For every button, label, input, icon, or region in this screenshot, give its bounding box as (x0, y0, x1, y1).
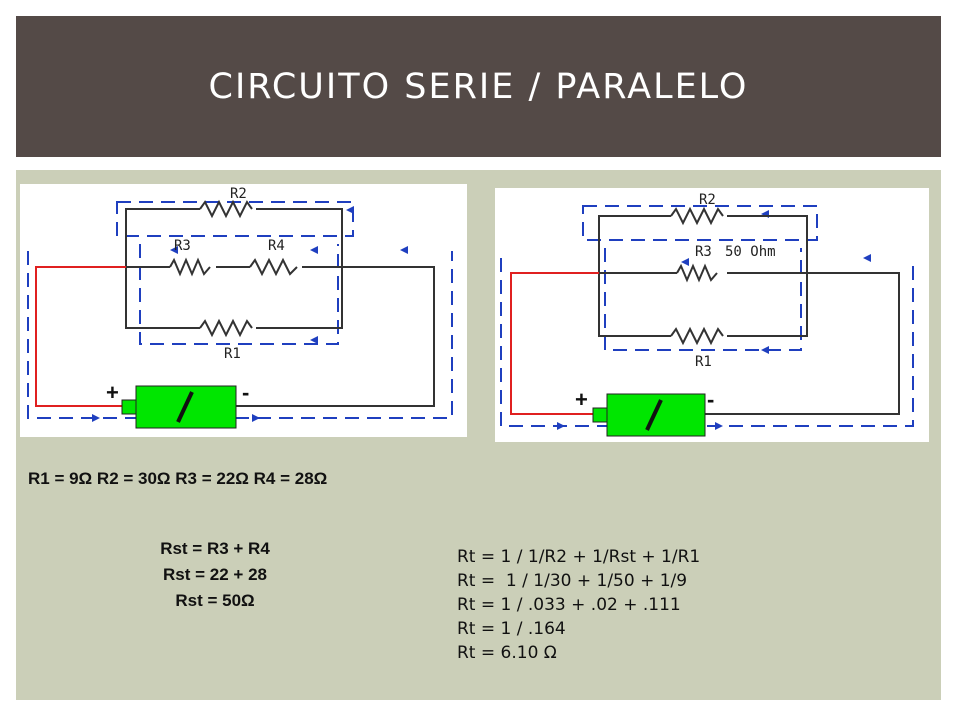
battery: + - (575, 387, 714, 437)
rst-calculation: Rst = R3 + R4 Rst = 22 + 28 Rst = 50Ω (110, 536, 320, 614)
label-r3: R3 (695, 244, 712, 260)
rt-line: Rt = 1 / 1/R2 + 1/Rst + 1/R1 (457, 547, 701, 567)
current-arrows (92, 206, 408, 422)
circuit-wires (125, 208, 435, 407)
rt-calculation: Rt = 1 / 1/R2 + 1/Rst + 1/R1 Rt = 1 / 1/… (457, 545, 700, 665)
current-arrows (557, 210, 871, 430)
positive-wire (35, 266, 126, 407)
label-r2: R2 (699, 192, 716, 208)
current-flow-path (500, 205, 914, 427)
rt-line: Rt = 1 / .164 (457, 619, 566, 639)
label-r1: R1 (695, 354, 712, 370)
current-flow-path (27, 201, 453, 419)
rt-line: Rt = 1 / 1/30 + 1/50 + 1/9 (457, 571, 688, 591)
resistor-zigzags (169, 199, 298, 338)
battery-minus-sign: - (242, 380, 249, 405)
resistor-values: R1 = 9Ω R2 = 30Ω R3 = 22Ω R4 = 28Ω (28, 469, 328, 488)
circuit-diagram-series-parallel: R2 R3 R4 R1 + - (20, 184, 467, 437)
positive-wire (510, 272, 599, 415)
rst-line: Rst = 50Ω (175, 591, 255, 610)
battery-minus-sign: - (707, 387, 714, 412)
label-r3: R3 (174, 238, 191, 254)
circuit-wires (598, 215, 900, 415)
battery-plus-sign: + (106, 380, 119, 405)
rt-line: Rt = 6.10 Ω (457, 643, 557, 663)
slide-title: CIRCUITO SERIE / PARALELO (208, 66, 749, 107)
resistor-zigzags (670, 206, 724, 346)
rt-line: Rt = 1 / .033 + .02 + .111 (457, 595, 681, 615)
label-r1: R1 (224, 346, 241, 362)
label-r4: R4 (268, 238, 285, 254)
rst-line: Rst = R3 + R4 (160, 539, 270, 558)
circuit-diagram-equivalent: R2 R3 50 Ohm R1 + - (495, 188, 929, 442)
label-r2: R2 (230, 186, 247, 202)
title-bar: CIRCUITO SERIE / PARALELO (16, 16, 941, 157)
label-r3-value: 50 Ohm (725, 244, 776, 260)
battery: + - (106, 380, 249, 429)
battery-plus-sign: + (575, 387, 588, 412)
rst-line: Rst = 22 + 28 (163, 565, 267, 584)
